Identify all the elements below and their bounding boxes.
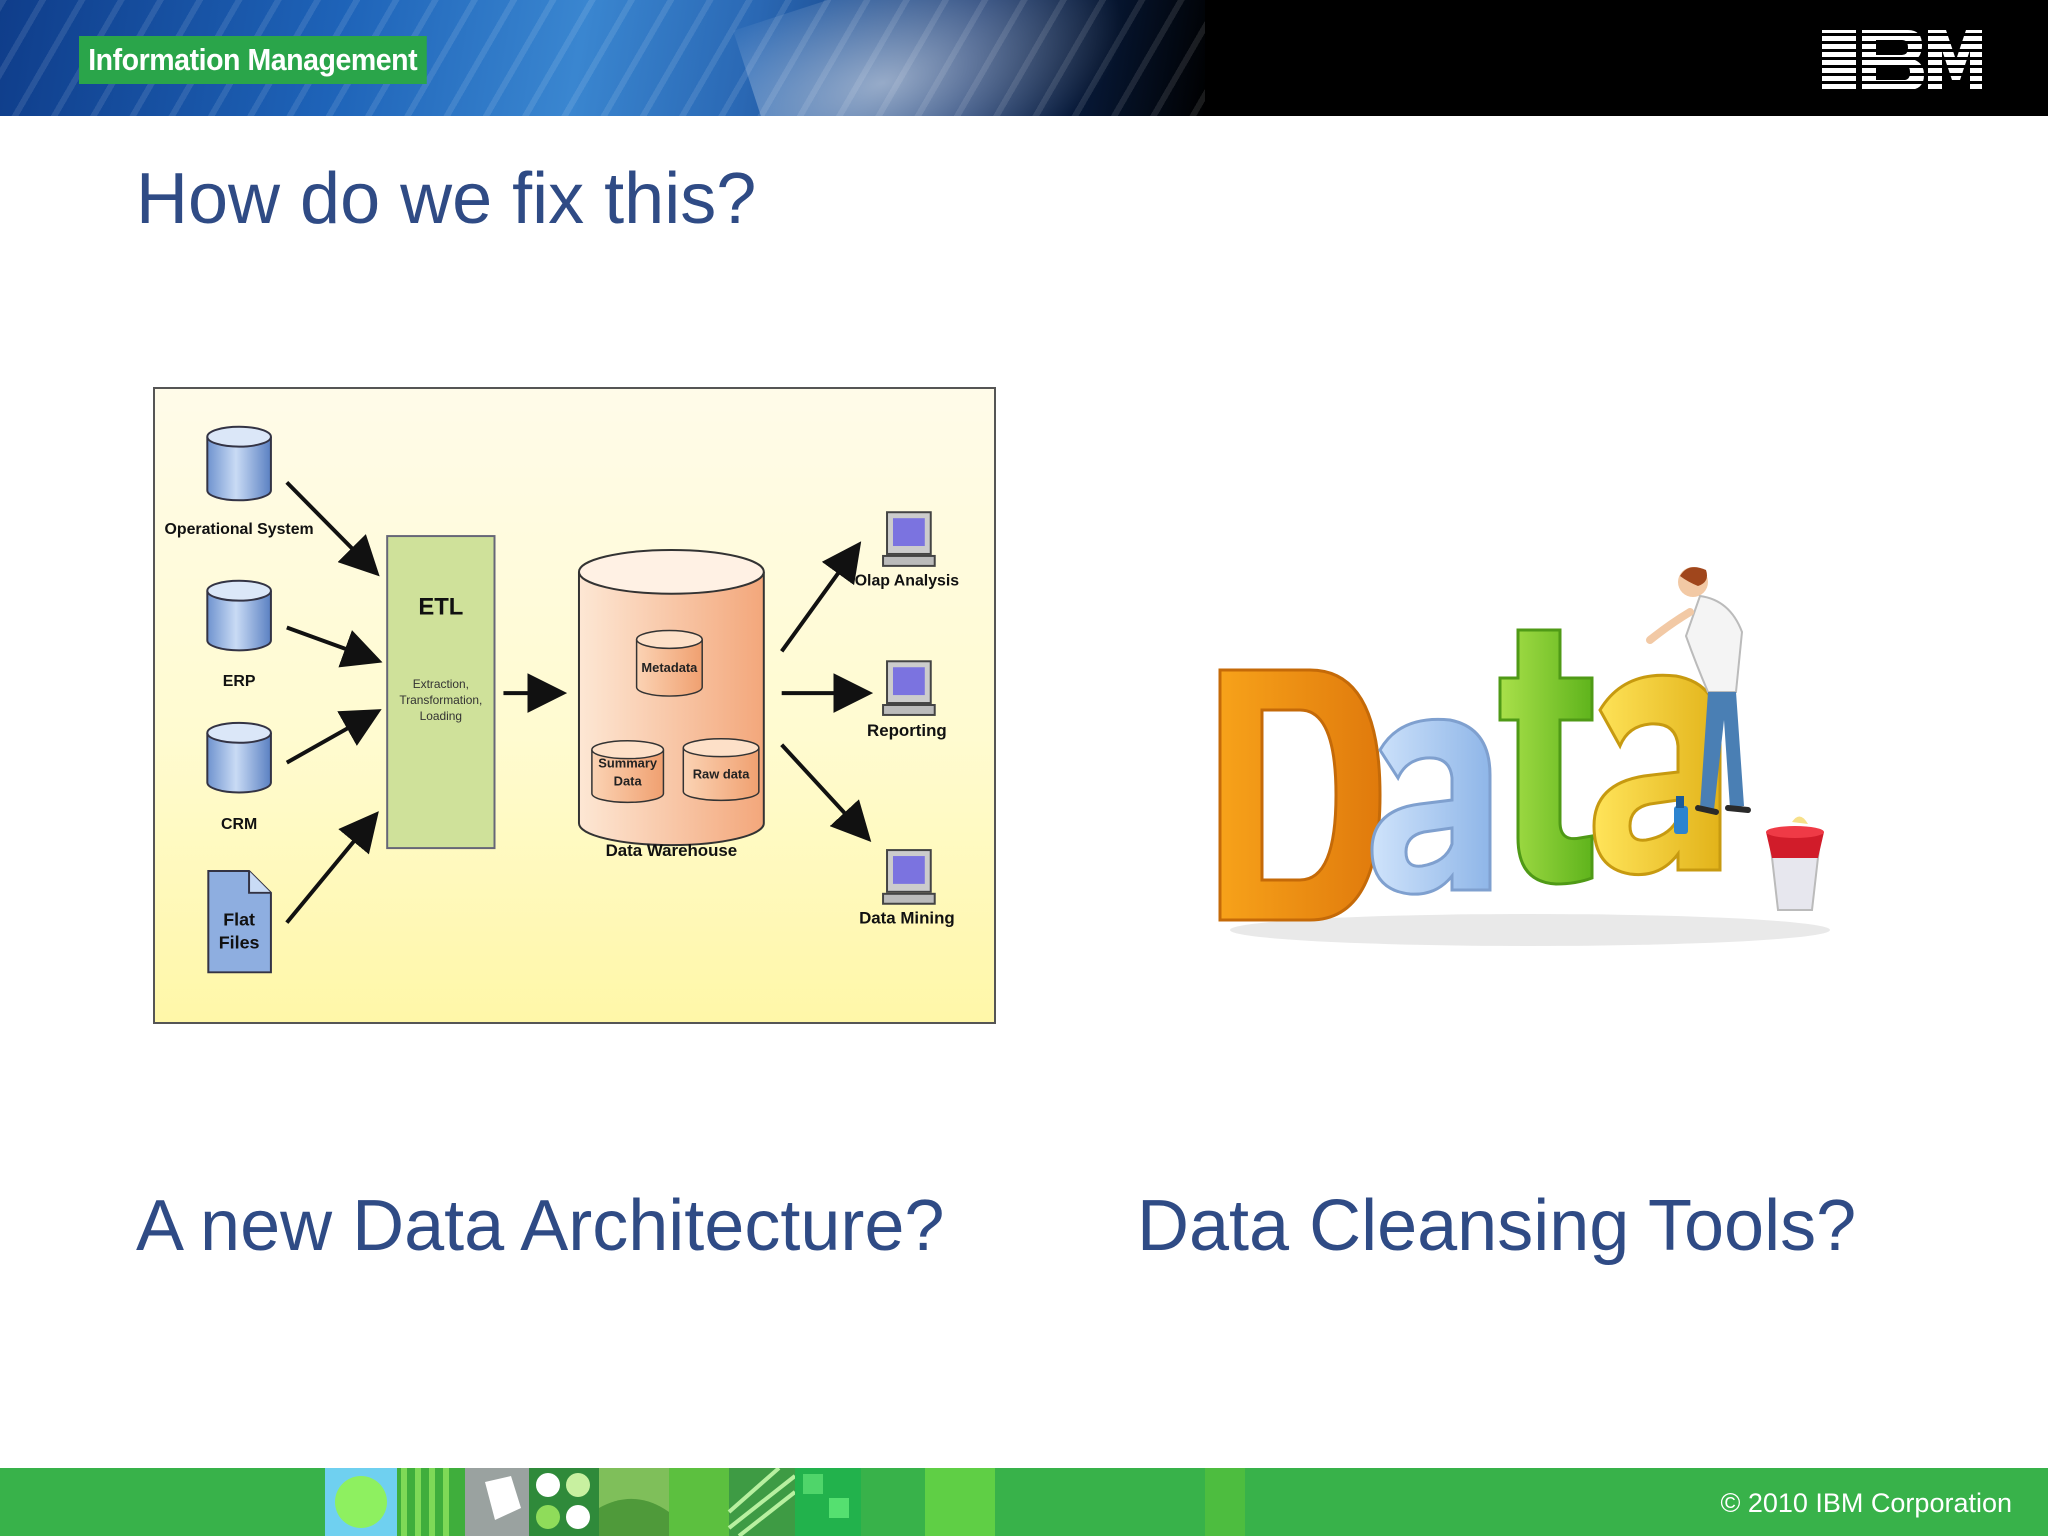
source-label-operational: Operational System: [165, 521, 314, 538]
computer-icon: [882, 849, 936, 905]
etl-desc-line1: Extraction,: [413, 677, 469, 691]
etl-box: [386, 535, 496, 850]
header-banner: Information Management: [0, 0, 2048, 116]
etl-desc-line2: Transformation,: [399, 693, 482, 707]
ibm-logo: [1822, 30, 1982, 90]
flat-files-label-line1: Flat: [223, 910, 255, 930]
etl-title: ETL: [418, 594, 463, 621]
etl-architecture-diagram: Operational System ERP CRM Flat Files ET…: [153, 387, 996, 1024]
slide-title: How do we fix this?: [136, 159, 757, 239]
summary-data-label-line2: Data: [614, 773, 643, 788]
arrow-erp-to-etl: [286, 625, 383, 668]
arrow-crm-to-etl: [285, 709, 382, 765]
source-label-erp: ERP: [223, 673, 256, 690]
information-management-badge: Information Management: [79, 36, 427, 84]
summary-data-db: [591, 740, 665, 804]
header-artwork: [0, 0, 1205, 116]
computer-icon: [882, 660, 936, 716]
caption-data-architecture: A new Data Architecture?: [136, 1186, 945, 1266]
source-db-crm: [206, 721, 272, 794]
flat-files-document-icon: [207, 869, 272, 974]
arrow-flatfiles-to-etl: [285, 811, 379, 924]
flat-files-label-line2: Files: [219, 932, 260, 952]
arrow-to-olap: [780, 541, 862, 653]
source-db-erp: [206, 579, 272, 652]
source-label-crm: CRM: [221, 816, 257, 833]
output-label-reporting: Reporting: [867, 721, 947, 740]
footer-decorative-strip: [325, 1468, 1245, 1536]
footer-bar: © 2010 IBM Corporation: [0, 1468, 2048, 1536]
metadata-label: Metadata: [641, 660, 698, 675]
etl-desc-line3: Loading: [420, 709, 462, 723]
raw-data-db: [682, 738, 760, 802]
copyright-text: © 2010 IBM Corporation: [1720, 1488, 2012, 1518]
metadata-db: [635, 629, 703, 697]
summary-data-label-line1: Summary: [598, 756, 658, 771]
data-cleansing-illustration: [1218, 567, 1830, 946]
arrow-to-mining: [780, 743, 872, 842]
output-label-olap: Olap Analysis: [855, 573, 960, 590]
computer-icon: [882, 511, 936, 567]
output-label-data-mining: Data Mining: [859, 909, 955, 928]
caption-cleansing-tools: Data Cleansing Tools?: [1137, 1186, 1857, 1266]
arrow-operational-to-etl: [285, 481, 380, 577]
source-db-operational: [206, 425, 272, 502]
etl-diagram-svg: Operational System ERP CRM Flat Files ET…: [165, 425, 960, 974]
raw-data-label: Raw data: [693, 767, 750, 782]
data-warehouse-label: Data Warehouse: [606, 841, 738, 860]
